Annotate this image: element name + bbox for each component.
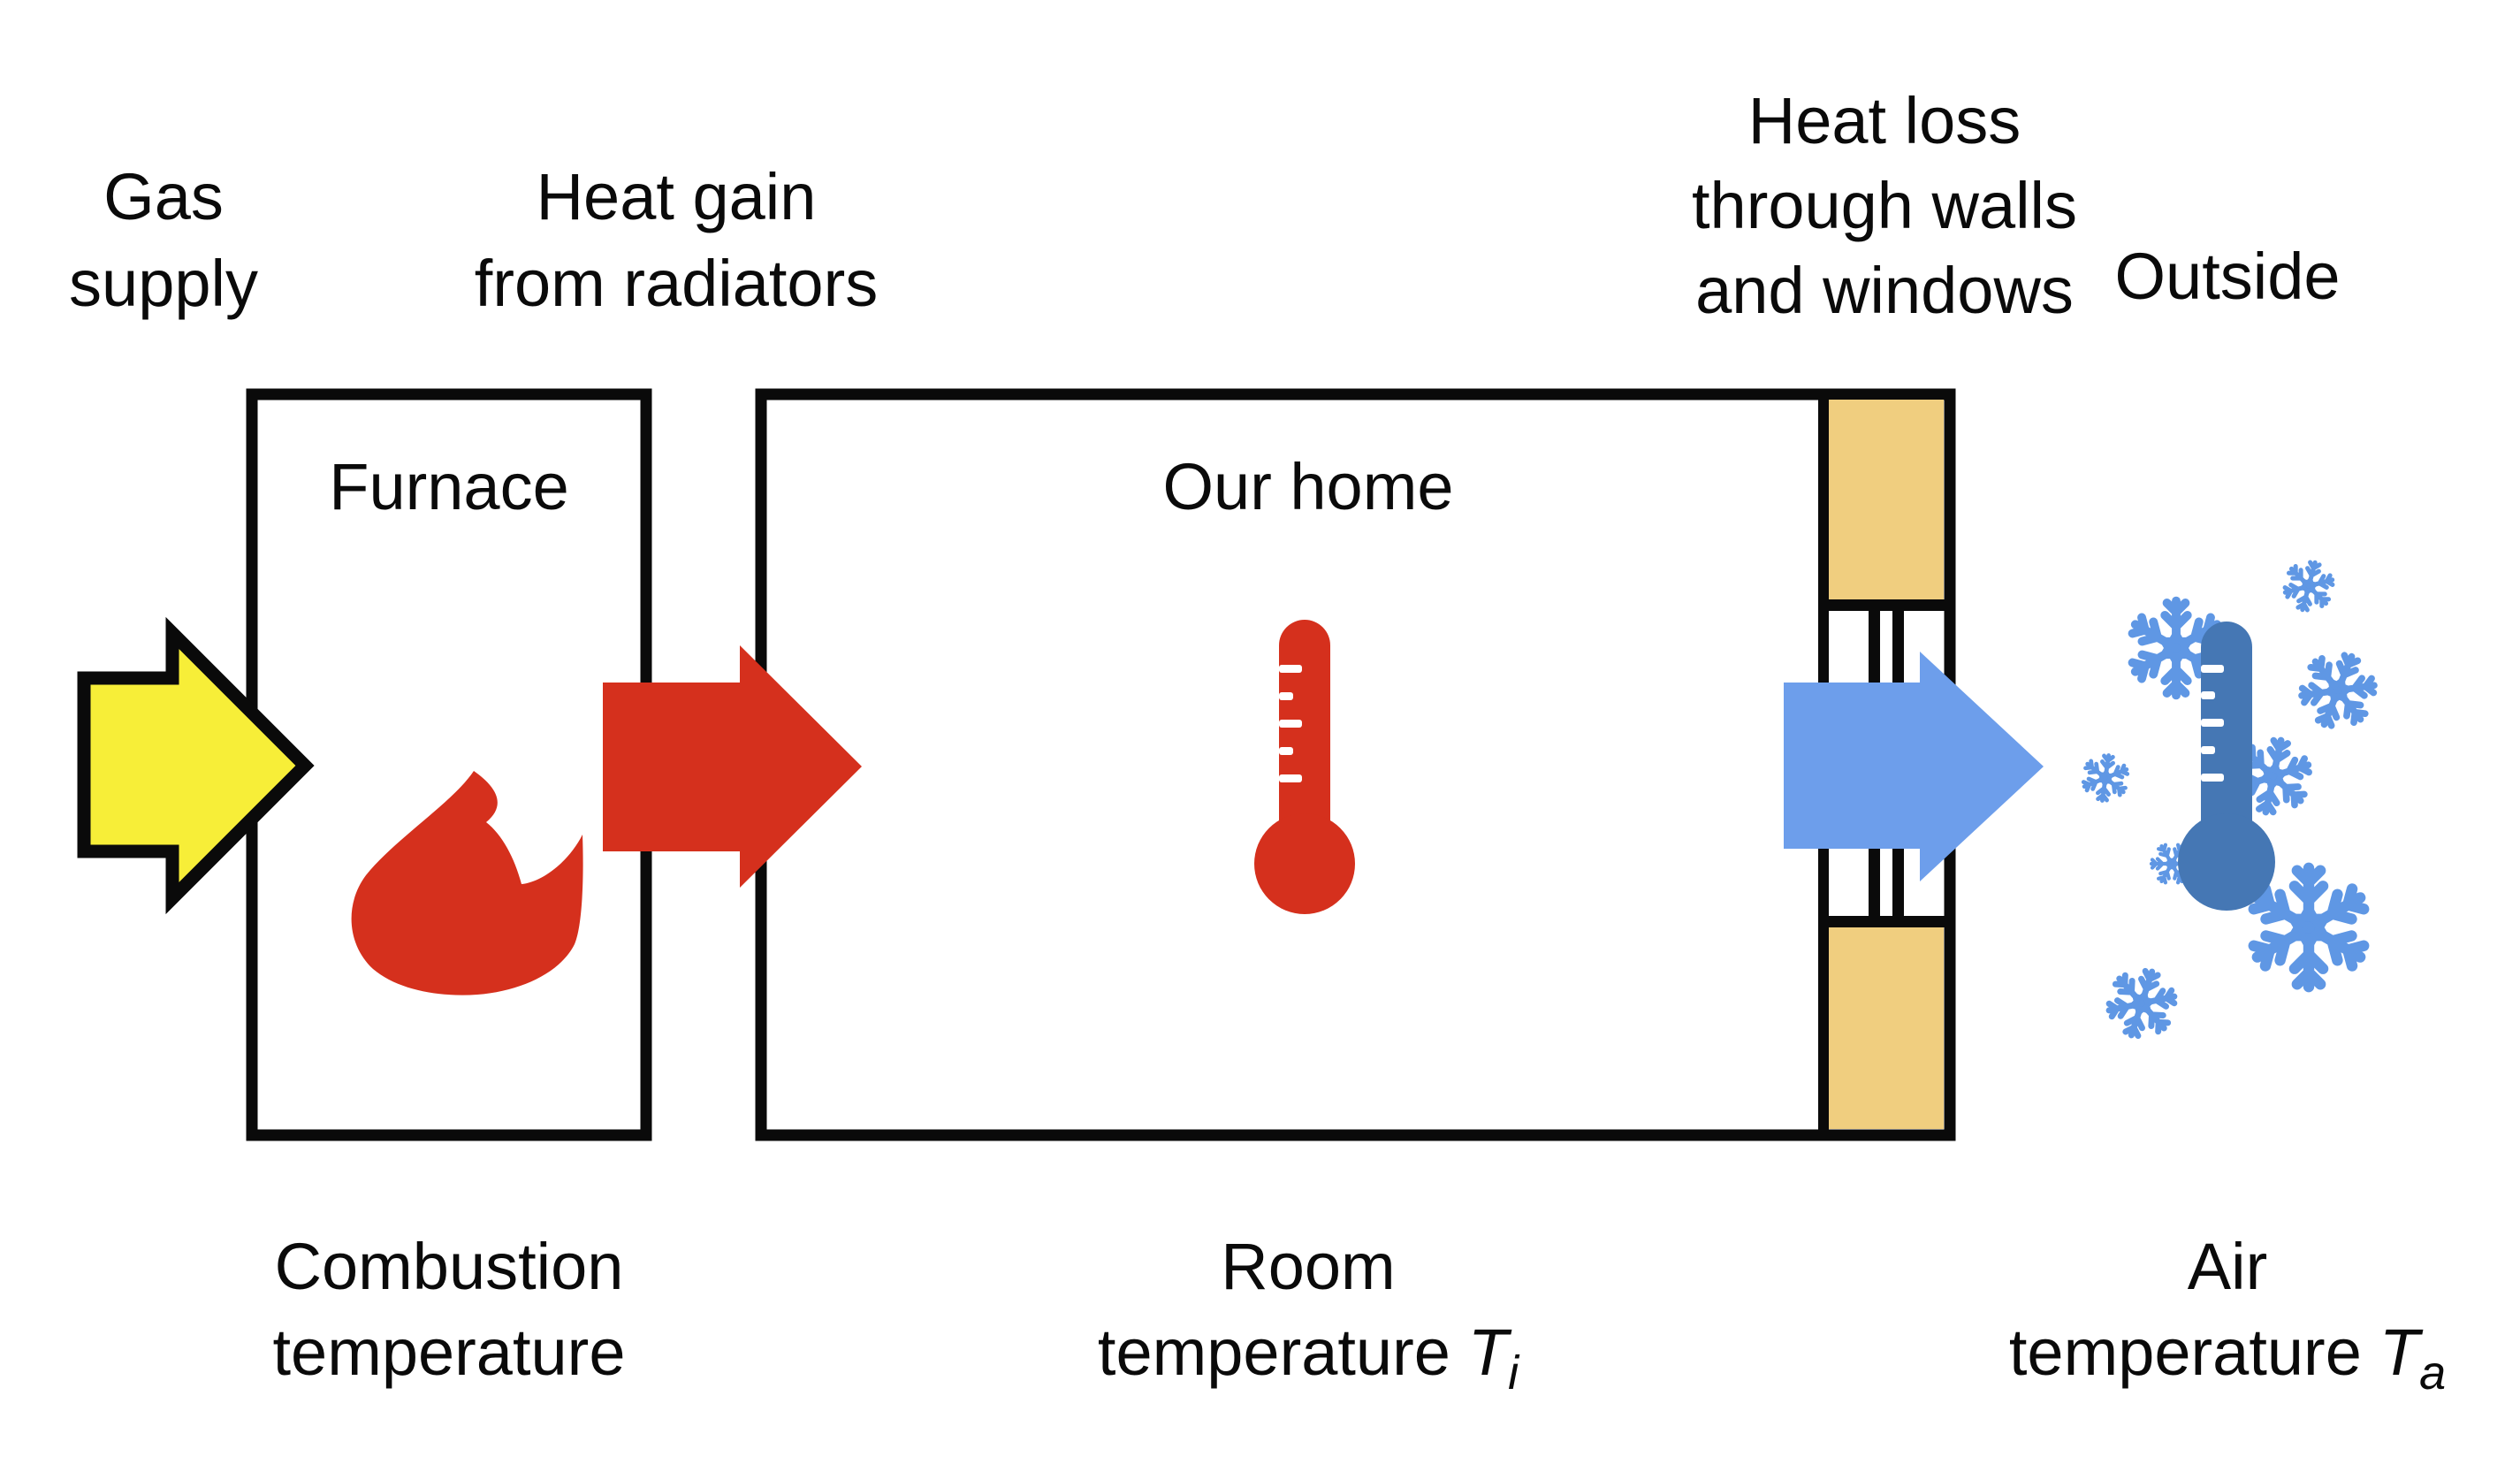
wall-upper-segment [1829,400,1944,599]
heat-gain-line1: Heat gain [537,160,817,233]
air-line1: Air [2188,1230,2267,1303]
combustion-line2: temperature [273,1316,626,1389]
heat-gain-arrow [603,645,862,888]
label-heat-gain: Heat gain from radiators [475,160,878,320]
room-temp-symbol: T [1468,1316,1512,1389]
label-gas-supply: Gas supply [69,160,258,320]
window-top-rail [1818,599,1950,611]
heat-loss-line1: Heat loss [1748,84,2021,157]
wall-lower-segment [1829,927,1944,1129]
outside-title: Outside [2114,240,2340,313]
heat-loss-line2: through walls [1692,169,2077,242]
air-temp-symbol: T [2379,1316,2424,1389]
furnace-title: Furnace [329,450,568,523]
gas-supply-line1: Gas [103,160,224,233]
label-combustion-temperature: Combustion temperature [273,1230,626,1389]
outside-thermometer-icon [2178,622,2275,911]
snowflake-icon [2280,556,2339,615]
window-bottom-rail [1818,916,1950,927]
room-line1: Room [1221,1230,1395,1303]
combustion-line1: Combustion [275,1230,624,1303]
heat-gain-line2: from radiators [475,247,878,320]
label-heat-loss: Heat loss through walls and windows [1692,84,2077,327]
home-title: Our home [1162,450,1453,523]
home-box: Our home [755,388,1956,1141]
gas-supply-line2: supply [69,247,258,320]
outside-region: Outside [2080,240,2385,1045]
room-temp-subscript: i [1508,1346,1520,1400]
air-temp-subscript: a [2419,1346,2446,1400]
heat-loss-arrow [1784,652,2044,881]
gas-supply-arrow [77,616,315,915]
heat-loss-line3: and windows [1695,254,2074,327]
room-thermometer-icon [1254,620,1355,914]
flame-icon [351,771,583,995]
snowflake-icon [2100,962,2183,1046]
furnace-box: Furnace [246,388,652,1141]
snowflake-icon [2291,643,2386,737]
snowflake-icon [2080,752,2130,804]
